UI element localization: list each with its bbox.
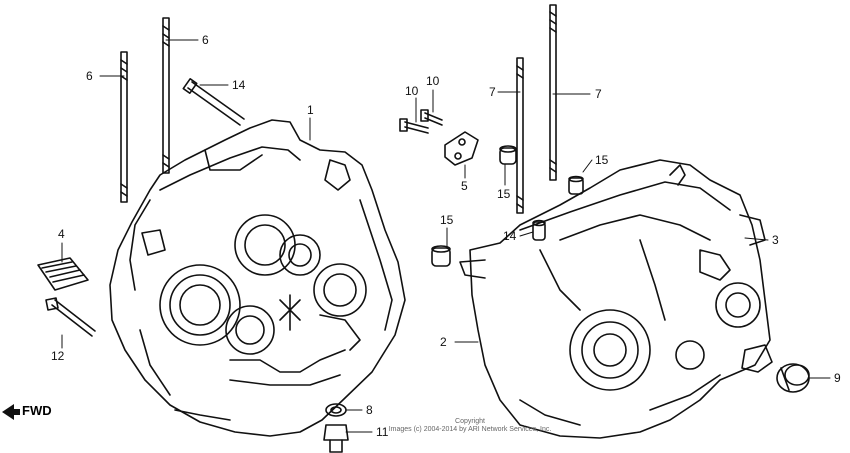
callout-8: 8 bbox=[366, 403, 373, 417]
callout-9: 9 bbox=[834, 371, 841, 385]
bolt-12 bbox=[45, 297, 96, 337]
drain-bolt-11 bbox=[323, 424, 349, 453]
callout-12: 12 bbox=[51, 349, 65, 363]
callout-7-left: 7 bbox=[489, 85, 496, 99]
fwd-label: FWD bbox=[22, 403, 52, 418]
bracket-5 bbox=[444, 131, 479, 166]
stud-bolt-6-left bbox=[120, 51, 128, 203]
stud-bolt-7-left bbox=[516, 57, 524, 214]
callout-3: 3 bbox=[772, 233, 779, 247]
leader-lines bbox=[61, 39, 831, 433]
callout-14-upper: 15 bbox=[595, 153, 609, 167]
fwd-arrow-icon bbox=[2, 404, 20, 420]
copyright-notice: Copyright Images (c) 2004-2014 by ARI Ne… bbox=[380, 418, 560, 434]
callout-1: 1 bbox=[307, 103, 314, 117]
right-crankcase bbox=[459, 159, 773, 439]
pin-14-upper bbox=[568, 175, 584, 195]
copyright-line-2: Images (c) 2004-2014 by ARI Network Serv… bbox=[388, 426, 552, 433]
left-crankcase bbox=[109, 119, 406, 437]
copyright-line-1: Copyright bbox=[455, 418, 485, 425]
callout-13: 14 bbox=[232, 78, 246, 92]
callout-10-right: 10 bbox=[426, 74, 440, 88]
stud-bolts bbox=[120, 4, 557, 214]
pin-14-lower bbox=[532, 219, 546, 241]
callout-6-right: 6 bbox=[202, 33, 209, 47]
callout-2: 2 bbox=[440, 335, 447, 349]
dowel-15-upper bbox=[499, 145, 517, 165]
dowel-15-lower bbox=[431, 245, 451, 267]
callout-15-lower: 15 bbox=[440, 213, 454, 227]
callout-5: 5 bbox=[461, 179, 468, 193]
callout-15-upper: 15 bbox=[497, 187, 511, 201]
bolts-10 bbox=[399, 109, 443, 134]
callout-7-right: 7 bbox=[595, 87, 602, 101]
callout-4: 4 bbox=[58, 227, 65, 241]
callout-14-lower: 14 bbox=[503, 229, 517, 243]
stud-bolt-7-right bbox=[549, 4, 557, 181]
stud-bolt-6-right bbox=[162, 17, 170, 174]
oil-seal-9 bbox=[776, 363, 810, 393]
callout-11: 11 bbox=[376, 425, 389, 439]
callout-10-left: 10 bbox=[405, 84, 419, 98]
oil-screen-4 bbox=[37, 257, 89, 291]
callout-6-left: 6 bbox=[86, 69, 93, 83]
bolt-13 bbox=[182, 77, 245, 126]
